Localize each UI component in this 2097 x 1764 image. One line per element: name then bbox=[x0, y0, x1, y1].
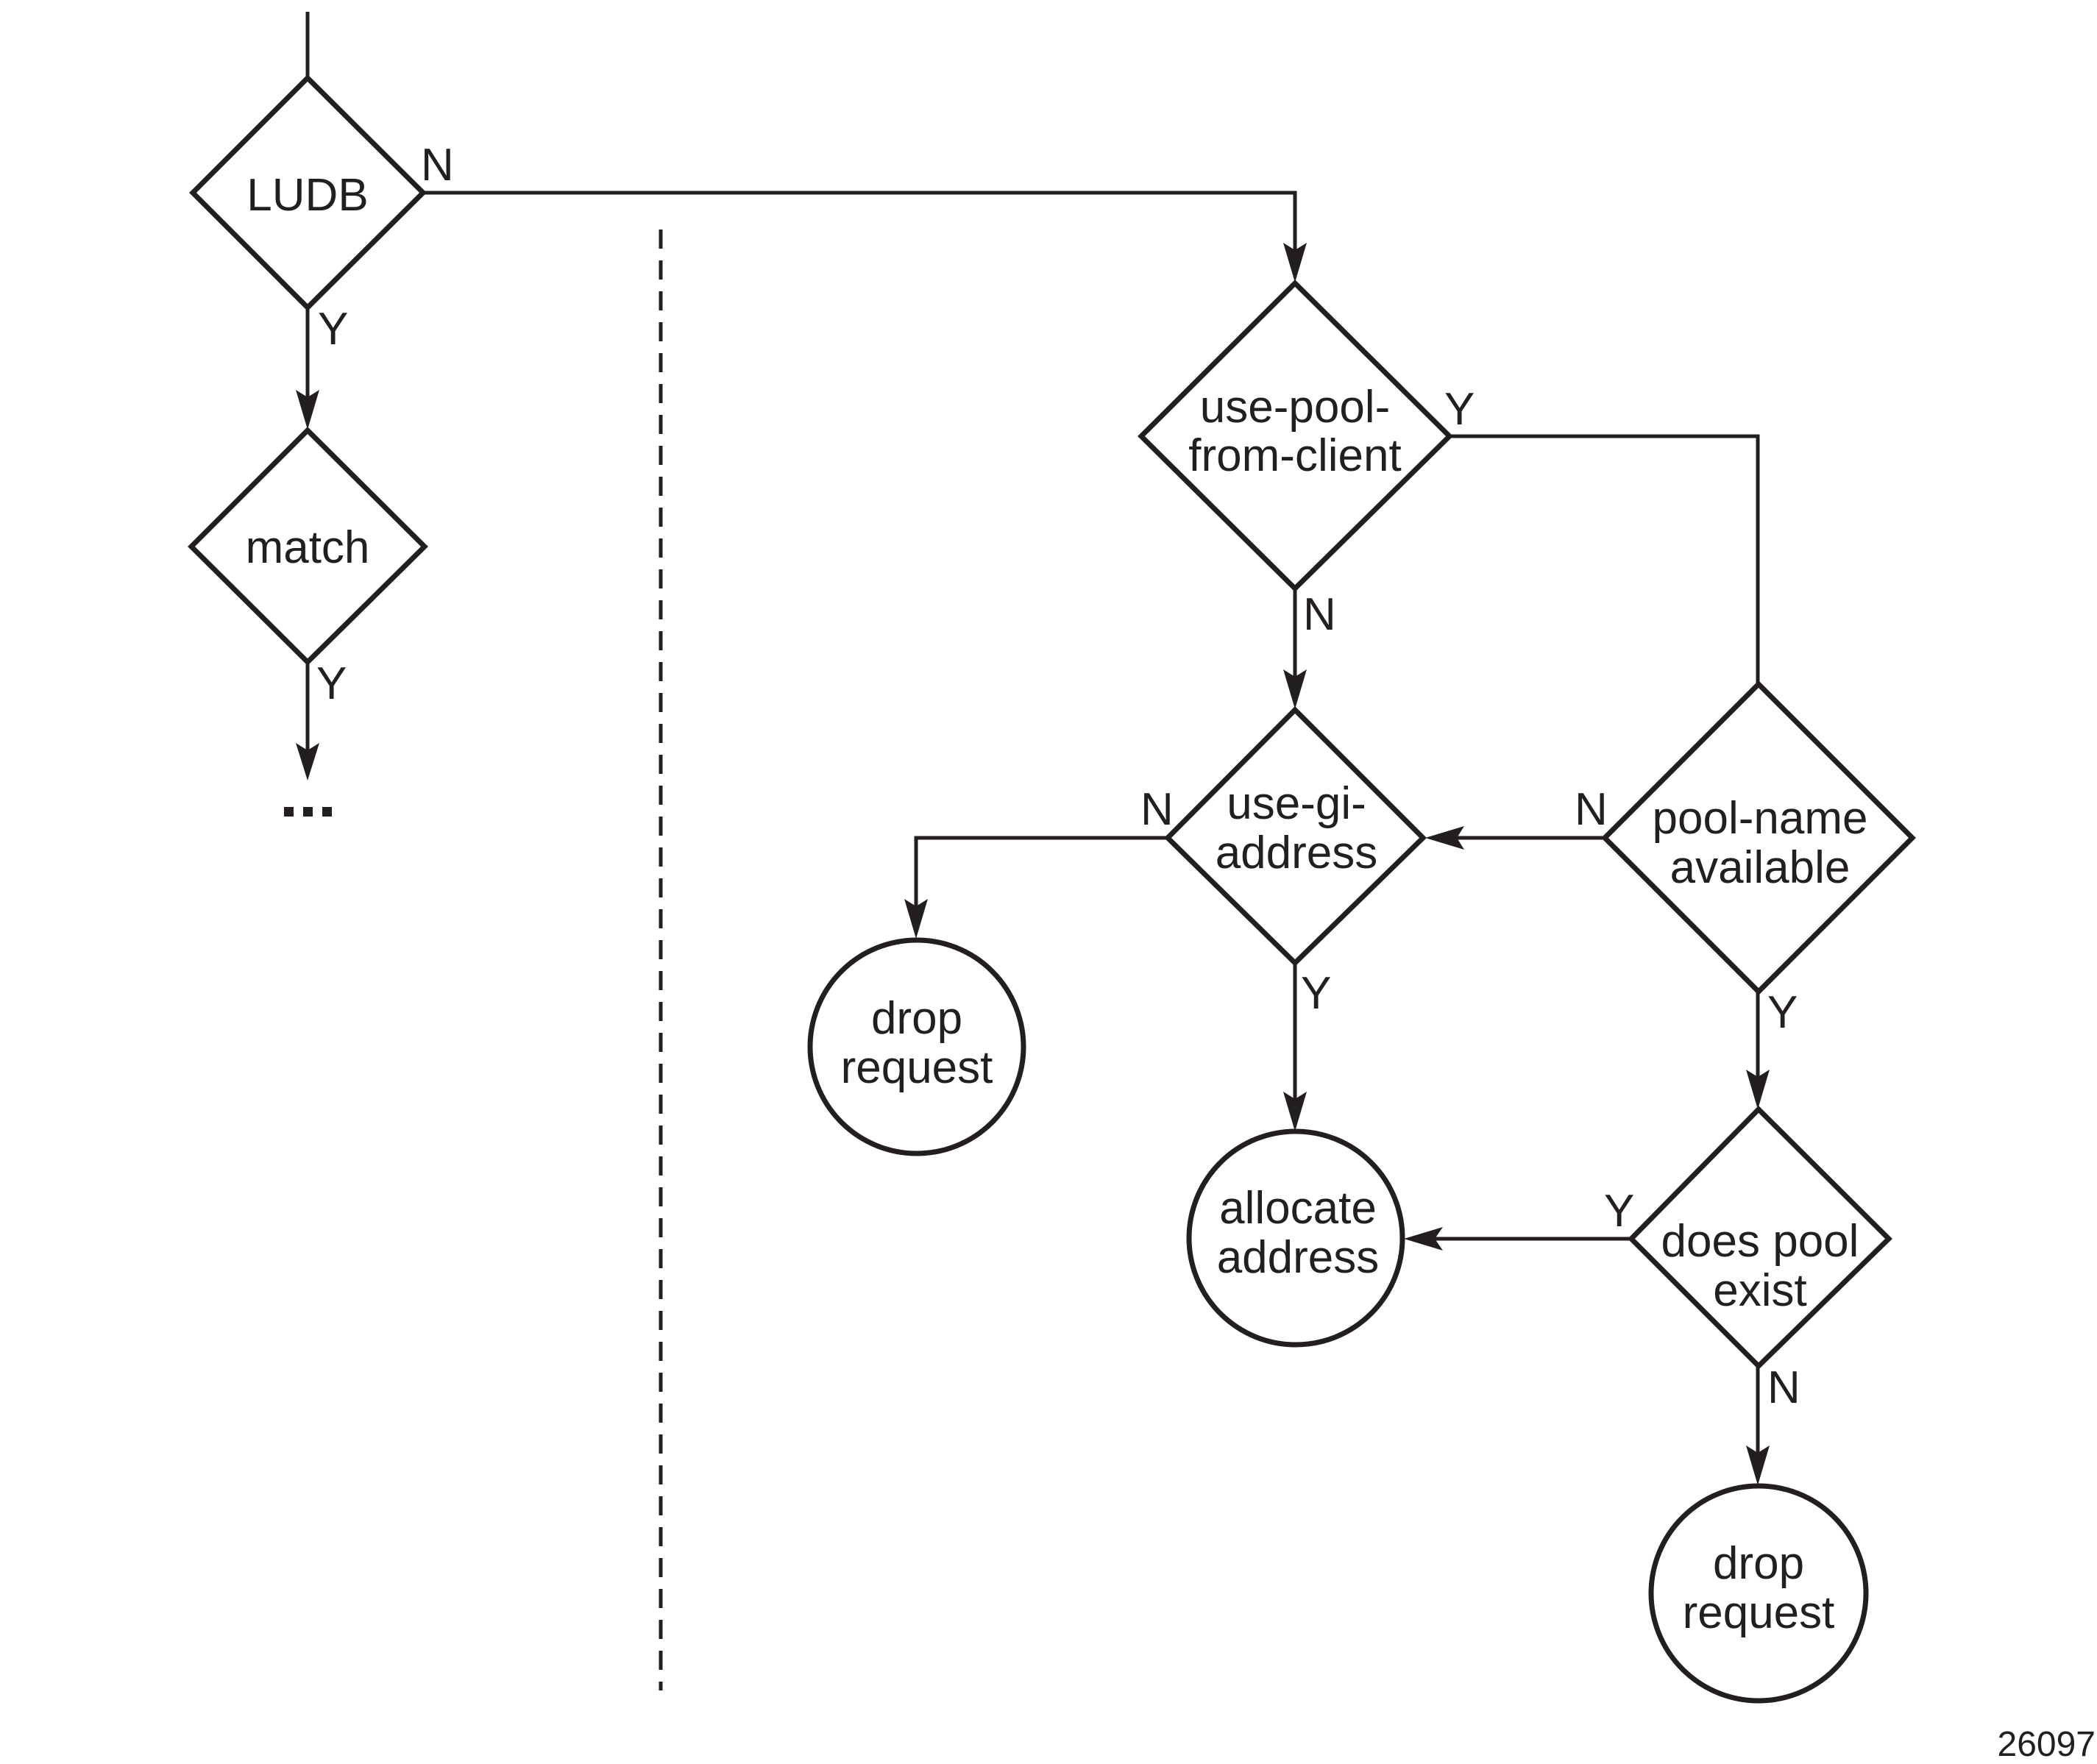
terminal-circle bbox=[1648, 1483, 1869, 1704]
decision-diamond bbox=[1601, 680, 1916, 995]
node-label-line1: drop bbox=[871, 993, 962, 1044]
node-label-line2: request bbox=[1683, 1587, 1835, 1638]
arrowhead-ludb-match bbox=[296, 390, 319, 430]
node-label-line1: allocate bbox=[1219, 1183, 1377, 1234]
continuation-ellipsis bbox=[284, 807, 332, 817]
edge-label-use-gi-y: Y bbox=[1301, 968, 1331, 1019]
connectors bbox=[296, 12, 1770, 1485]
node-label: LUDB bbox=[246, 170, 368, 221]
figure-id: 26097 bbox=[1998, 1725, 2096, 1764]
node-label-line1: does pool bbox=[1661, 1216, 1859, 1267]
node-label-line1: pool-name bbox=[1653, 793, 1868, 844]
edge-label-use-pool-y: Y bbox=[1444, 384, 1475, 435]
node-label-line2: address bbox=[1216, 828, 1378, 878]
edge-label-does-pool-y: Y bbox=[1604, 1186, 1634, 1237]
edge-use-gi-drop1 bbox=[914, 836, 1168, 906]
arrowhead-does-pool-drop2 bbox=[1746, 1445, 1770, 1485]
node-label-line1: drop bbox=[1713, 1538, 1804, 1589]
decision-diamond bbox=[1138, 280, 1453, 592]
edge-label-pool-name-n: N bbox=[1575, 784, 1608, 835]
arrowhead-pool-name-use-gi bbox=[1425, 826, 1464, 850]
edge-label-use-pool-n: N bbox=[1303, 589, 1336, 640]
decision-match: match bbox=[188, 427, 428, 666]
arrowhead-ludb-use-pool bbox=[1283, 243, 1307, 282]
decision-use-gi-address: use-gi- address bbox=[1164, 706, 1427, 967]
node-label-line2: available bbox=[1670, 842, 1851, 893]
terminal-circle bbox=[807, 937, 1026, 1156]
decision-diamond bbox=[189, 74, 427, 311]
decision-use-pool-from-client: use-pool- from-client bbox=[1138, 280, 1453, 592]
decision-does-pool-exist: does pool exist bbox=[1628, 1106, 1892, 1370]
decision-diamond bbox=[1164, 706, 1427, 967]
terminal-circle bbox=[1186, 1128, 1405, 1348]
decision-pool-name-available: pool-name available bbox=[1601, 680, 1916, 995]
edge-ludb-use-pool bbox=[423, 191, 1297, 250]
arrowhead-does-pool-allocate bbox=[1404, 1227, 1443, 1251]
arrowhead-use-gi-drop1 bbox=[904, 899, 928, 939]
arrowhead-pool-name-does-pool bbox=[1746, 1070, 1770, 1109]
edge-label-use-gi-n: N bbox=[1140, 784, 1174, 835]
arrowhead-use-gi-allocate bbox=[1283, 1092, 1307, 1131]
node-label-line2: address bbox=[1217, 1232, 1380, 1283]
decision-ludb: LUDB bbox=[189, 74, 427, 311]
ellipsis-dot bbox=[322, 807, 332, 817]
terminal-drop-request-2: drop request bbox=[1648, 1483, 1869, 1704]
edge-label-ludb-y: Y bbox=[318, 304, 348, 355]
edge-label-pool-name-y: Y bbox=[1767, 987, 1798, 1038]
arrowhead-use-pool-use-gi bbox=[1283, 669, 1307, 709]
node-label-line2: exist bbox=[1713, 1265, 1806, 1316]
node-label: match bbox=[246, 522, 370, 573]
node-label-line2: from-client bbox=[1188, 430, 1401, 481]
edge-label-ludb-n: N bbox=[421, 140, 454, 191]
edge-label-match-y: Y bbox=[316, 658, 347, 709]
arrowhead-match-continuation bbox=[296, 743, 319, 780]
node-label-line1: use-pool- bbox=[1200, 382, 1390, 433]
ellipsis-dot bbox=[303, 807, 313, 817]
terminal-drop-request-1: drop request bbox=[807, 937, 1026, 1156]
decision-diamond bbox=[188, 427, 428, 666]
node-label-line2: request bbox=[841, 1042, 993, 1093]
edge-label-does-pool-n: N bbox=[1767, 1362, 1800, 1413]
decision-diamond bbox=[1628, 1106, 1892, 1370]
ellipsis-dot bbox=[284, 807, 294, 817]
terminal-allocate-address: allocate address bbox=[1186, 1128, 1405, 1348]
node-label-line1: use-gi- bbox=[1227, 778, 1366, 829]
edge-use-pool-pool-name bbox=[1450, 434, 1760, 683]
